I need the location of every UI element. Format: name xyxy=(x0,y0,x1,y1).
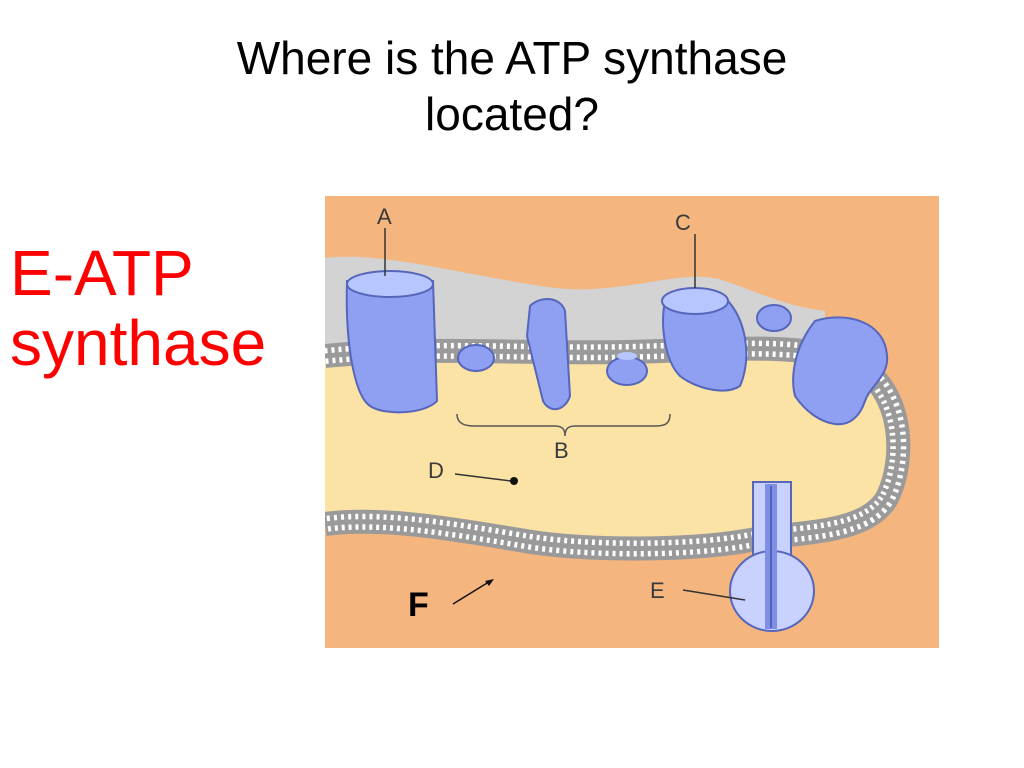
membrane-diagram: A C B D E xyxy=(325,196,939,648)
leader-d xyxy=(454,473,512,482)
protein-b xyxy=(525,298,572,411)
slide-title: Where is the ATP synthase located? xyxy=(0,30,1024,142)
protein-a xyxy=(345,228,439,414)
label-c: C xyxy=(675,210,691,235)
particle-d xyxy=(510,477,518,485)
small-protein-3 xyxy=(756,304,792,332)
label-e: E xyxy=(650,578,665,603)
title-line-1: Where is the ATP synthase xyxy=(236,32,788,84)
label-f: F xyxy=(408,586,429,624)
answer-line-1: E-ATP xyxy=(10,237,194,309)
label-b: B xyxy=(554,438,569,463)
small-protein-2 xyxy=(606,356,648,386)
protein-c xyxy=(661,234,748,392)
title-line-2: located? xyxy=(425,88,599,140)
label-a: A xyxy=(377,204,392,229)
atp-synthase-e xyxy=(682,481,815,632)
bracket-b xyxy=(456,413,671,437)
label-d: D xyxy=(428,458,444,483)
answer-text: E-ATP synthase xyxy=(10,238,266,378)
protein-right xyxy=(792,316,889,426)
arrow-f xyxy=(452,579,494,605)
membrane-illustration xyxy=(325,228,911,632)
answer-line-2: synthase xyxy=(10,307,267,379)
small-protein-1 xyxy=(457,344,495,372)
